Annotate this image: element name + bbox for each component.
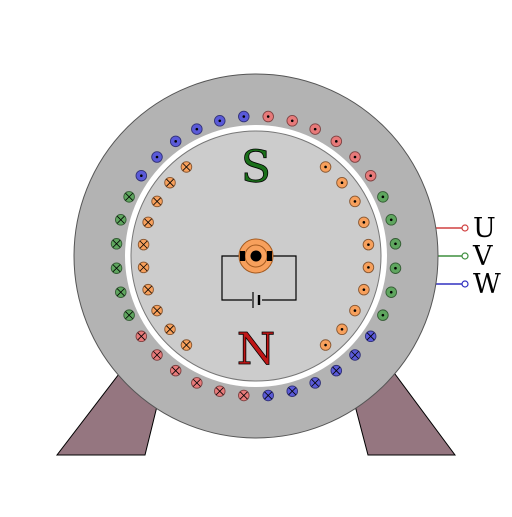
conductor-dot-icon xyxy=(349,195,361,208)
circuit-wire xyxy=(262,255,297,301)
conductor-cross-icon xyxy=(135,330,148,343)
rotor-field-coils xyxy=(137,161,375,351)
conductor-cross-icon xyxy=(309,377,321,389)
conductor-dot-icon xyxy=(262,110,274,123)
conductor-cross-icon xyxy=(349,349,361,361)
conductor-dot-icon xyxy=(214,115,226,127)
conductor-cross-icon xyxy=(115,214,127,226)
conductor-dot-icon xyxy=(286,115,298,127)
conductor-cross-icon xyxy=(214,385,226,397)
conductor-dot-icon xyxy=(377,309,389,321)
terminal-connector-u[interactable] xyxy=(461,224,469,232)
circuit-wire xyxy=(221,255,252,301)
excitation-circuit xyxy=(221,255,297,301)
conductor-cross-icon xyxy=(110,262,123,274)
conductor-cross-icon xyxy=(180,161,193,173)
conductor-cross-icon xyxy=(115,286,127,298)
conductor-dot-icon xyxy=(349,151,361,163)
conductor-dot-icon xyxy=(389,238,402,250)
terminal-labels: UVW xyxy=(461,213,501,300)
conductor-cross-icon xyxy=(151,195,163,208)
conductor-cross-icon xyxy=(364,330,377,343)
conductor-cross-icon xyxy=(137,238,150,251)
conductor-dot-icon xyxy=(309,123,321,135)
conductor-cross-icon xyxy=(137,261,150,274)
conductor-dot-icon xyxy=(349,304,361,317)
conductor-dot-icon xyxy=(336,176,348,189)
terminal-label-v: V xyxy=(472,241,493,272)
conductor-dot-icon xyxy=(364,169,377,182)
battery-icon xyxy=(252,292,261,308)
conductor-dot-icon xyxy=(336,323,348,336)
conductor-cross-icon xyxy=(142,283,154,296)
conductor-cross-icon xyxy=(169,364,182,377)
conductor-cross-icon xyxy=(142,216,154,229)
conductor-dot-icon xyxy=(358,216,370,229)
pole-label-south: S xyxy=(241,142,271,193)
conductor-cross-icon xyxy=(123,309,135,321)
conductor-cross-icon xyxy=(191,377,203,389)
conductor-dot-icon xyxy=(385,286,397,298)
slip-ring-icon xyxy=(238,238,274,274)
conductor-dot-icon xyxy=(319,339,332,351)
conductor-cross-icon xyxy=(330,364,343,377)
conductor-cross-icon xyxy=(110,238,123,250)
conductor-dot-icon xyxy=(319,161,332,173)
stator-winding-slots xyxy=(110,110,402,402)
conductor-cross-icon xyxy=(164,176,176,189)
pole-label-north: N xyxy=(237,324,276,375)
conductor-dot-icon xyxy=(389,262,402,274)
conductor-dot-icon xyxy=(330,135,343,148)
conductor-cross-icon xyxy=(123,191,135,203)
conductor-cross-icon xyxy=(262,389,274,402)
brush-right xyxy=(267,251,272,261)
terminal-label-u: U xyxy=(473,213,496,244)
conductor-dot-icon xyxy=(169,135,182,148)
conductor-cross-icon xyxy=(151,349,163,361)
conductor-dot-icon xyxy=(362,238,375,251)
conductor-cross-icon xyxy=(164,323,176,336)
terminal-connector-w[interactable] xyxy=(461,280,469,288)
conductor-cross-icon xyxy=(180,339,193,351)
conductor-dot-icon xyxy=(385,214,397,226)
conductor-dot-icon xyxy=(191,123,203,135)
conductor-dot-icon xyxy=(135,169,148,182)
terminal-connector-v[interactable] xyxy=(461,252,469,260)
conductor-dot-icon xyxy=(377,191,389,203)
conductor-dot-icon xyxy=(362,261,375,274)
conductor-cross-icon xyxy=(238,389,250,402)
conductor-dot-icon xyxy=(358,283,370,296)
terminal-label-w: W xyxy=(473,269,501,300)
brush-left xyxy=(240,251,245,261)
conductor-dot-icon xyxy=(151,151,163,163)
conductor-cross-icon xyxy=(151,304,163,317)
conductor-dot-icon xyxy=(238,110,250,123)
conductor-cross-icon xyxy=(286,385,298,397)
